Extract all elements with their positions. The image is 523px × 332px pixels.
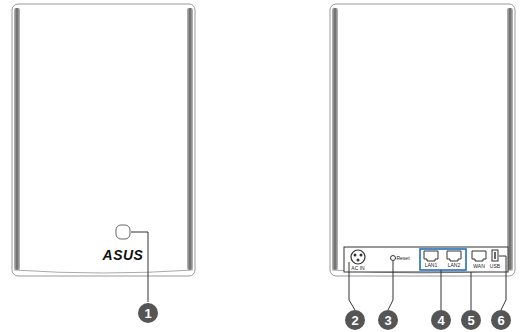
port-label: LAN1 xyxy=(425,263,438,268)
callout-number: 4 xyxy=(437,314,444,327)
port-label: USB xyxy=(490,264,500,269)
callout-number: 1 xyxy=(144,307,151,320)
port-label: LAN2 xyxy=(448,263,461,268)
callout-number: 6 xyxy=(497,314,504,327)
back-unit xyxy=(330,4,515,330)
brand-logo: ASUS xyxy=(103,248,144,262)
callout-number: 3 xyxy=(384,314,391,327)
callout-number: 5 xyxy=(467,314,474,327)
port-label: AC IN xyxy=(351,266,364,271)
port-label: WAN xyxy=(473,264,484,269)
callout-number: 2 xyxy=(351,314,358,327)
port-label: Reset xyxy=(396,256,409,261)
front-unit xyxy=(12,4,195,323)
